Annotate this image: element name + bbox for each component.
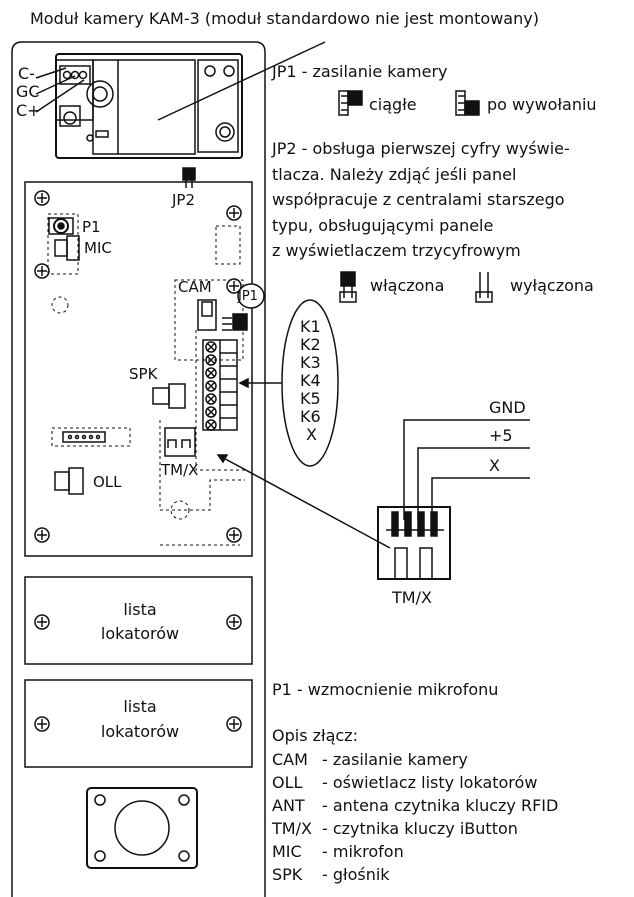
legend-code: TM/X [272, 819, 312, 838]
jp2-line: współpracuje z centralami starszego [272, 190, 565, 209]
label-cam: CAM [178, 278, 212, 296]
wire-label-plus5: +5 [489, 426, 513, 445]
legend-desc: - głośnik [322, 865, 390, 884]
k-label: K1 [300, 317, 321, 336]
legend-item: OLL - oświetlacz listy lokatorów [272, 771, 537, 794]
jp1-jumper-continuous-icon [338, 90, 363, 116]
legend-desc: - antena czytnika kluczy RFID [322, 796, 559, 815]
jp2-line: z wyświetlaczem trzycyfrowym [272, 241, 521, 260]
wire-label-gnd: GND [489, 398, 526, 417]
p1-potentiometer [48, 217, 74, 235]
legend-code: ANT [272, 796, 305, 815]
legend-desc: - zasilanie kamery [322, 750, 468, 769]
tenant-list-plate-1 [24, 576, 253, 665]
label-jp1: JP1 [238, 289, 258, 304]
k-label: K6 [300, 407, 321, 426]
tmx-connector-large [377, 506, 451, 580]
label-tmx-board: TM/X [161, 461, 199, 479]
legend-code: MIC [272, 842, 302, 861]
k-label: K3 [300, 353, 321, 372]
label-oll: OLL [93, 473, 122, 491]
tenant-list-label: lista [123, 600, 157, 619]
spk-connector [152, 383, 186, 409]
k-label: K2 [300, 335, 321, 354]
label-spk: SPK [129, 365, 158, 383]
legend-item: MIC - mikrofon [272, 840, 404, 863]
oll-connector [54, 467, 84, 495]
jp2-state-on: włączona [370, 276, 445, 295]
terminal-c-minus: C- [18, 64, 35, 83]
legend-code: CAM [272, 750, 308, 769]
tmx-connector-label: TM/X [392, 588, 432, 607]
legend-item: TM/X - czytnika kluczy iButton [272, 817, 518, 840]
legend-item: CAM - zasilanie kamery [272, 748, 468, 771]
label-mic: MIC [84, 239, 112, 257]
module-note: Moduł kamery KAM-3 (moduł standardowo ni… [30, 9, 539, 28]
jp2-line: typu, obsługującymi panele [272, 216, 494, 235]
k-label: X [306, 425, 317, 444]
jp2-state-off: wyłączona [510, 276, 594, 295]
terminal-c-plus: C+ [16, 101, 41, 120]
jp2-jumper-off-icon [475, 272, 493, 303]
jp2-line: JP2 - obsługa pierwszej cyfry wyświe- [272, 139, 570, 158]
camera-module [55, 53, 243, 159]
mounting-screws [34, 190, 242, 543]
tenant-list-plate-2 [24, 679, 253, 768]
jp2-jumper-on-icon [339, 271, 357, 303]
legend-item: ANT - antena czytnika kluczy RFID [272, 794, 558, 817]
tenant-list-label: lokatorów [100, 722, 180, 741]
wire-label-x: X [489, 456, 500, 475]
tmx-connector-board [164, 427, 196, 457]
legend-desc: - mikrofon [322, 842, 404, 861]
main-pcb [24, 181, 253, 557]
legend-item: SPK - głośnik [272, 863, 390, 886]
k-label: K4 [300, 371, 321, 390]
legend-title: Opis złącz: [272, 726, 358, 745]
tenant-list-label: lista [123, 697, 157, 716]
cam-connector [197, 299, 217, 331]
jp1-jumper-board [222, 313, 248, 331]
terminal-block [202, 339, 238, 431]
mic-connector [54, 235, 80, 261]
label-p1: P1 [82, 218, 101, 236]
legend-code: SPK [272, 865, 303, 884]
camera-pointer-line [157, 41, 326, 121]
legend-desc: - czytnika kluczy iButton [322, 819, 518, 838]
jp1-title: JP1 - zasilanie kamery [272, 62, 448, 81]
jp2-line: tlacza. Należy zdjąć jeśli panel [272, 165, 517, 184]
jp2-jumper [182, 167, 196, 188]
legend-desc: - oświetlacz listy lokatorów [322, 773, 538, 792]
ant-connector [62, 431, 106, 443]
legend-code: OLL [272, 773, 303, 792]
label-jp2: JP2 [172, 191, 196, 209]
jp1-option-continuous: ciągłe [369, 95, 417, 114]
terminal-gc: GC [16, 82, 40, 101]
panel-outline [11, 41, 266, 897]
p1-note: P1 - wzmocnienie mikrofonu [272, 680, 499, 699]
speaker [86, 787, 198, 869]
k-label: K5 [300, 389, 321, 408]
jp1-jumper-call-icon [455, 90, 480, 116]
jp1-option-on-call: po wywołaniu [487, 95, 597, 114]
tenant-list-label: lokatorów [100, 624, 180, 643]
